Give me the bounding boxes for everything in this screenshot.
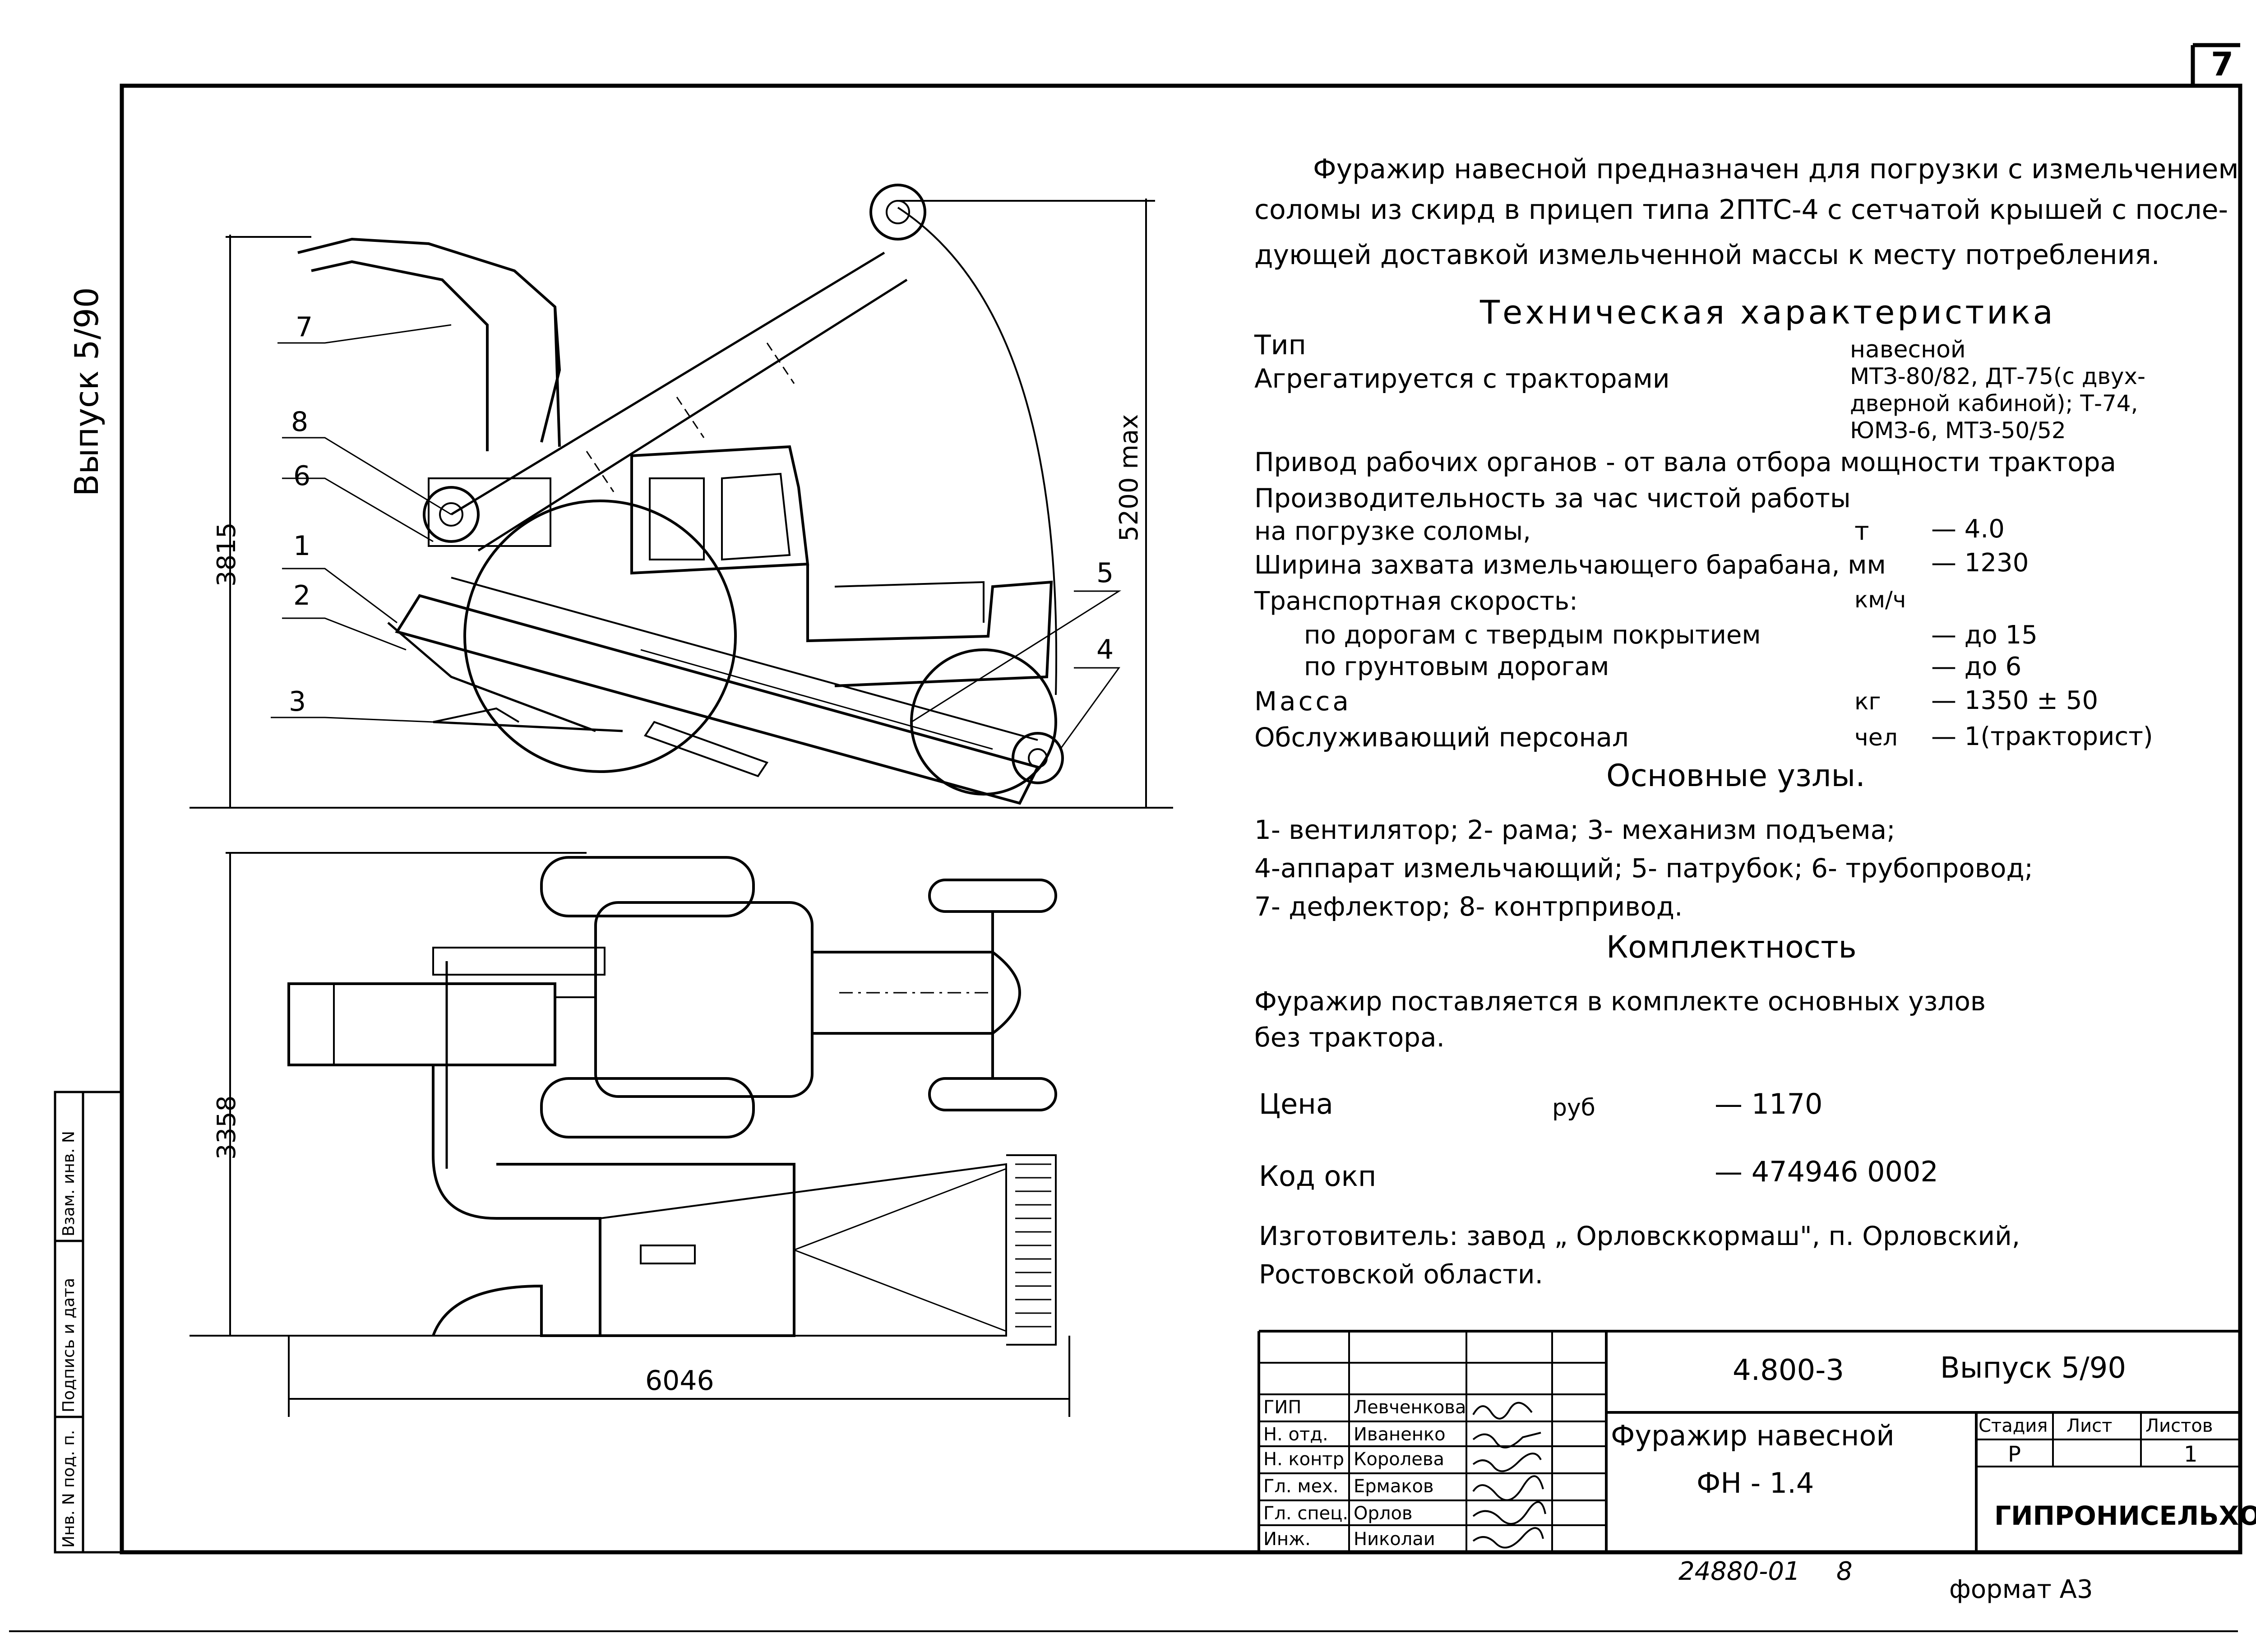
units-line: 4-аппарат измельчающий; 5- патрубок; 6- … <box>1254 853 2034 884</box>
param-unit: кг <box>1854 688 1881 715</box>
price-value: — 1170 <box>1715 1087 1823 1120</box>
stage-value: Р <box>2008 1442 2021 1467</box>
callout-6: 6 <box>293 460 311 492</box>
param-unit: км/ч <box>1854 587 1906 613</box>
callout-8: 8 <box>291 406 309 438</box>
completeness-title: Комплектность <box>1606 930 1857 965</box>
tech-productivity: Производительность за час чистой работы <box>1254 483 1851 514</box>
sheet-header: Лист <box>2066 1416 2113 1436</box>
callout-5: 5 <box>1096 557 1114 589</box>
units-line: 7- дефлектор; 8- контрпривод. <box>1254 891 1683 922</box>
designation: 4.800-3 <box>1733 1354 1845 1387</box>
sheets-value: 1 <box>2184 1442 2198 1467</box>
staff-role: Н. отд. <box>1263 1424 1328 1445</box>
staff-role: Инж. <box>1263 1529 1311 1550</box>
param-label: на погрузке соломы, <box>1254 517 1531 546</box>
dimension-height-max: 5200 max <box>1114 414 1144 541</box>
tech-tractors-label: Агрегатируется с тракторами <box>1254 363 1670 394</box>
stamp-signature-date: Подпись и дата <box>60 1277 78 1412</box>
maker-line: Изготовитель: завод „ Орловсккормаш", п.… <box>1259 1221 2020 1251</box>
staff-name: Ермаков <box>1354 1476 1434 1497</box>
staff-role: ГИП <box>1263 1397 1302 1418</box>
completeness-line: Фуражир поставляется в комплекте основны… <box>1254 986 1986 1017</box>
dimension-height-side: 3815 <box>212 522 241 587</box>
price-unit: руб <box>1552 1094 1595 1121</box>
plan-view <box>190 852 1070 1417</box>
issue-number: Выпуск 5/90 <box>1940 1351 2127 1385</box>
staff-name: Королева <box>1354 1449 1444 1470</box>
staff-name: Левченкова <box>1354 1397 1466 1418</box>
price-label: Цена <box>1259 1087 1333 1120</box>
dimension-width-plan: 3358 <box>212 1095 241 1160</box>
param-unit: чел <box>1854 724 1898 751</box>
maker-line: Ростовской области. <box>1259 1259 1544 1290</box>
stamp-inventory-number: Инв. N под. п. <box>60 1430 78 1548</box>
tech-title: Техническая характеристика <box>1480 293 2056 331</box>
staff-role: Н. контр <box>1263 1449 1344 1470</box>
organization: ГИПРОНИСЕЛЬХОЗ <box>1994 1500 2256 1531</box>
sheet-number: 7 <box>2211 45 2234 83</box>
param-label: Обслуживающий персонал <box>1254 722 1629 753</box>
tech-type-value: навесной <box>1850 336 1966 363</box>
param-label: Ширина захвата измельчающего барабана, м… <box>1254 551 1886 580</box>
sheets-header: Листов <box>2145 1416 2213 1436</box>
param-unit: т <box>1854 517 1869 546</box>
param-label: Транспортная скорость: <box>1254 587 1578 616</box>
callout-3: 3 <box>289 686 306 717</box>
callout-1: 1 <box>293 530 311 562</box>
tech-tractors-value: дверной кабиной); Т-74, <box>1850 390 2138 416</box>
sheet-frame <box>120 83 2242 1555</box>
stamp-replacement-number: Взам. инв. N <box>60 1131 78 1236</box>
param-value: — 4.0 <box>1931 514 2005 544</box>
tech-type-label: Тип <box>1254 329 1306 361</box>
dimension-length-plan: 6046 <box>645 1365 714 1397</box>
description-line: дующей доставкой измельченной массы к ме… <box>1254 239 2160 271</box>
callout-2: 2 <box>293 580 311 611</box>
callout-4: 4 <box>1096 634 1114 666</box>
units-title: Основные узлы. <box>1606 758 1865 794</box>
param-label: по дорогам с твердым покрытием <box>1304 620 1761 650</box>
description-line: соломы из скирд в прицеп типа 2ПТС-4 с с… <box>1254 194 2228 226</box>
edge-issue-label: Выпуск 5/90 <box>68 287 106 496</box>
staff-name: Орлов <box>1354 1503 1413 1524</box>
param-value: — 1350 ± 50 <box>1931 686 2099 715</box>
stage-header: Стадия <box>1979 1416 2048 1436</box>
completeness-line: без трактора. <box>1254 1022 1445 1053</box>
okp-label: Код окп <box>1259 1160 1377 1193</box>
param-label: по грунтовым дорогам <box>1304 652 1609 681</box>
side-view <box>190 184 1173 809</box>
staff-role: Гл. спец. <box>1263 1503 1349 1524</box>
param-label: Масса <box>1254 686 1351 717</box>
tech-drive: Привод рабочих органов - от вала отбора … <box>1254 447 2117 477</box>
param-value: — до 15 <box>1931 620 2038 650</box>
side-stamp-strip <box>54 1091 84 1554</box>
signatures <box>1472 1402 1546 1549</box>
param-value: — 1230 <box>1931 548 2029 578</box>
tech-tractors-value: МТЗ-80/82, ДТ-75(с двух- <box>1850 363 2146 389</box>
staff-role: Гл. мех. <box>1263 1476 1339 1497</box>
staff-name: Николаи <box>1354 1529 1435 1550</box>
description-line: Фуражир навесной предназначен для погруз… <box>1313 153 2239 185</box>
tech-tractors-value: ЮМЗ-6, МТЗ-50/52 <box>1850 417 2066 444</box>
callout-7: 7 <box>296 311 313 343</box>
product-name: Фуражир навесной <box>1611 1419 1895 1452</box>
product-model: ФН - 1.4 <box>1697 1467 1814 1499</box>
units-line: 1- вентилятор; 2- рама; 3- механизм подъ… <box>1254 814 1895 845</box>
param-value: — 1(тракторист) <box>1931 722 2153 751</box>
archive-number: 24880-01 <box>1678 1557 1800 1586</box>
paper-format: формат А3 <box>1949 1575 2093 1604</box>
okp-value: — 474946 0002 <box>1715 1155 1938 1188</box>
archive-page: 8 <box>1836 1557 1853 1586</box>
param-value: — до 6 <box>1931 652 2022 681</box>
title-block-lines <box>1257 1330 2240 1552</box>
staff-name: Иваненко <box>1354 1424 1446 1445</box>
